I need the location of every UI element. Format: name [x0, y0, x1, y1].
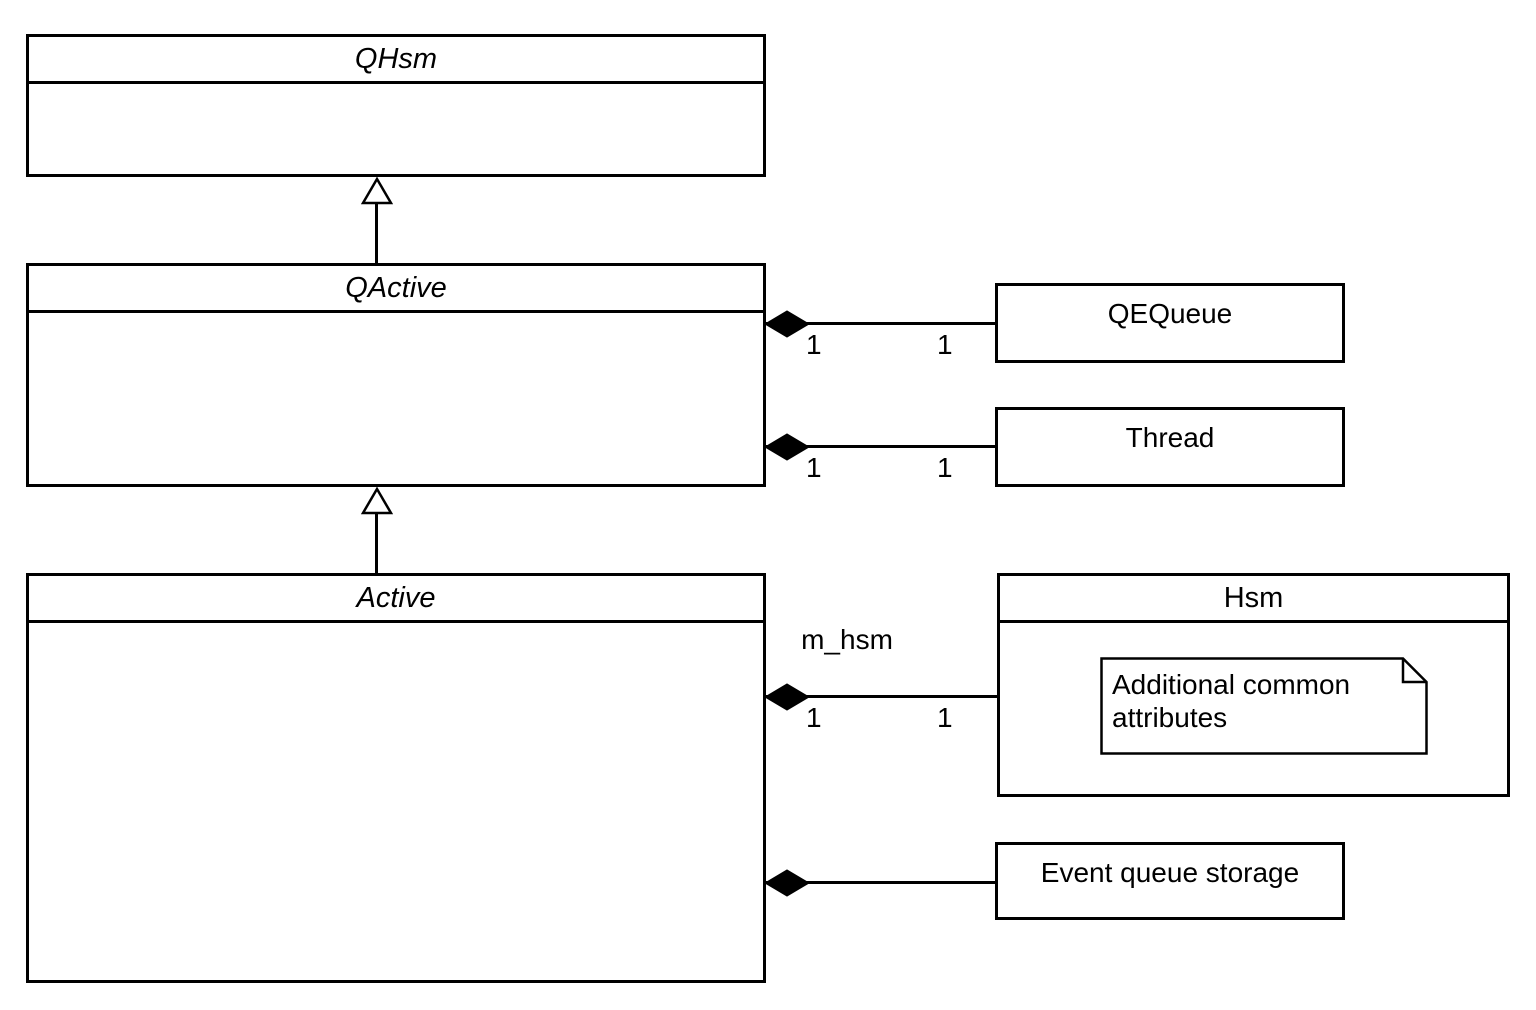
class-name-thread: Thread	[1125, 422, 1215, 453]
composition-line-active-hsm	[766, 695, 997, 698]
class-box-qhsm: QHsm	[26, 34, 766, 177]
class-box-event-queue-storage: Event queue storage	[995, 842, 1345, 920]
note-shape-icon	[1100, 657, 1428, 755]
multiplicity-label-target: 1	[937, 329, 953, 360]
association-name-m-hsm: m_hsm	[801, 624, 893, 655]
class-name-qhsm: QHsm	[29, 37, 763, 84]
composition-line-qactive-thread	[766, 445, 995, 448]
class-name-active: Active	[29, 576, 763, 623]
composition-line-qactive-qequeue	[766, 322, 995, 325]
composition-diamond-icon	[764, 869, 810, 897]
class-box-qequeue: QEQueue	[995, 283, 1345, 363]
multiplicity-label-source: 1	[806, 329, 822, 360]
class-name-hsm: Hsm	[1000, 576, 1507, 623]
class-name-qactive: QActive	[29, 266, 763, 313]
generalization-line-active-qactive	[375, 514, 378, 573]
class-box-qactive: QActive	[26, 263, 766, 487]
composition-line-active-event-queue-storage	[766, 881, 995, 884]
class-box-thread: Thread	[995, 407, 1345, 487]
composition-diamond-icon	[764, 683, 810, 711]
inheritance-triangle-icon	[361, 177, 393, 205]
generalization-line-qactive-qhsm	[375, 204, 378, 263]
note-text: Additional common attributes	[1112, 669, 1351, 733]
multiplicity-label-target: 1	[937, 452, 953, 483]
inheritance-triangle-icon	[361, 487, 393, 515]
composition-diamond-icon	[764, 433, 810, 461]
multiplicity-label-source: 1	[806, 452, 822, 483]
multiplicity-label-source: 1	[806, 702, 822, 733]
class-name-event-queue-storage: Event queue storage	[1040, 857, 1300, 888]
multiplicity-label-target: 1	[937, 702, 953, 733]
composition-diamond-icon	[764, 310, 810, 338]
class-name-qequeue: QEQueue	[1107, 298, 1233, 329]
class-box-active: Active	[26, 573, 766, 983]
